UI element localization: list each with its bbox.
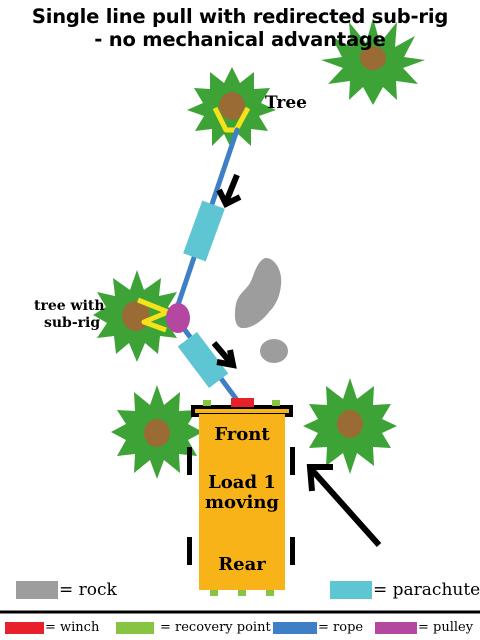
tree-label: Tree (265, 93, 308, 113)
legend-swatch-recovery-point (116, 622, 154, 634)
wheel-rear-left (187, 537, 192, 565)
diagram-title-line2: - no mechanical advantage (94, 28, 386, 51)
wheel-front-left (187, 447, 192, 475)
tree-strap (212, 106, 251, 133)
tree-trunk (144, 419, 170, 447)
tree-with-subrig (93, 270, 181, 362)
subrig-tree-label-line1: tree with (34, 298, 105, 314)
legend-rock-label: = rock (59, 580, 117, 600)
recovery-point-rear-left (210, 590, 218, 596)
arrow-rope-lower (211, 341, 237, 369)
vehicle-load-label: Load 1 (208, 472, 276, 493)
tree-trunk (337, 410, 363, 438)
tree-top-right (321, 18, 425, 105)
wheel-rear-right (290, 537, 295, 565)
legend-swatch-rock (16, 581, 58, 599)
recovery-point-front-right (272, 400, 280, 406)
subrig-strap (137, 297, 171, 333)
tree-left-of-vehicle (111, 385, 203, 479)
parachute-lower (177, 332, 229, 388)
vehicle-rear-label: Rear (218, 554, 266, 575)
rock-small (260, 339, 288, 363)
wheel-front-right (290, 447, 295, 475)
vehicle-body (199, 414, 285, 590)
diagram-title-line1: Single line pull with redirected sub-rig (31, 5, 449, 28)
subrig-tree-label-line2: sub-rig (44, 315, 101, 331)
legend-swatch-pulley (375, 622, 417, 634)
legend-swatch-rope (273, 622, 317, 634)
tree-anchor (187, 67, 276, 150)
legend-rope-label: = rope (318, 620, 364, 635)
parachute-upper (183, 200, 225, 262)
legend-parachute-label: = parachute (373, 580, 480, 600)
vehicle (187, 398, 295, 596)
rock-large (234, 257, 282, 329)
legend-swatch-parachute (330, 581, 372, 599)
recovery-point-rear-right (266, 590, 274, 596)
tree-right-of-vehicle (303, 378, 397, 474)
legend-pulley-label: = pulley (418, 620, 474, 635)
recovery-point-rear-mid (238, 590, 246, 596)
vehicle-front-label: Front (214, 424, 270, 445)
arrow-rope-upper (216, 173, 242, 209)
winch (231, 398, 254, 407)
legend-winch-label: = winch (45, 620, 100, 635)
legend-recovery-point-label: = recovery point (160, 620, 271, 635)
vehicle-front-bumper (191, 405, 293, 417)
tree-trunk (360, 46, 386, 70)
legend-swatch-winch (5, 622, 44, 634)
vehicle-moving-label: moving (204, 492, 280, 513)
arrow-vehicle-motion (306, 464, 382, 547)
recovery-point-front-left (203, 400, 211, 406)
pulley (166, 303, 190, 333)
tree-trunk (219, 92, 245, 120)
